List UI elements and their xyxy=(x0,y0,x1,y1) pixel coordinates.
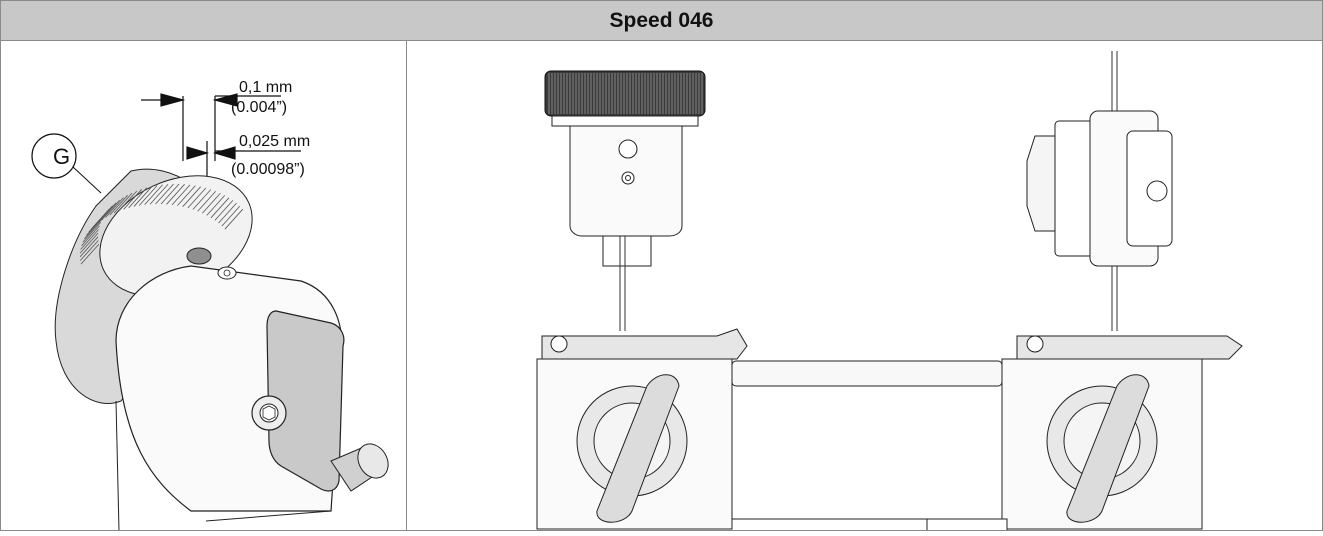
dimension-2-metric: 0,025 mm xyxy=(239,133,311,150)
assembly-front-view-panel xyxy=(407,41,1322,534)
locking-pin xyxy=(330,443,389,492)
callout-g xyxy=(31,133,102,194)
housing-base-lines xyxy=(115,400,332,532)
knob-detail-illustration xyxy=(31,93,389,532)
page-title: Speed 046 xyxy=(1,1,1322,41)
lever-plate xyxy=(251,310,345,492)
top-knurled-knob xyxy=(544,70,706,331)
right-guide-wheel xyxy=(1046,374,1158,523)
dimension-marker-top xyxy=(141,93,281,161)
dimension-1-imperial: (0.004”) xyxy=(231,99,288,116)
knob-detail-panel: G 0,1 mm (0.004”) 0,025 mm (0.00098”) xyxy=(1,41,406,532)
panel-divider xyxy=(406,41,407,531)
dimension-2-imperial: (0.00098”) xyxy=(231,161,305,178)
dimension-1-metric: 0,1 mm xyxy=(239,79,293,96)
callout-label-g: G xyxy=(53,144,71,169)
left-guide-wheel xyxy=(576,374,688,523)
right-nut-assembly xyxy=(1026,51,1173,331)
assembly-illustration xyxy=(536,51,1243,534)
bottom-stub xyxy=(926,518,1008,534)
dimension-marker-bottom xyxy=(186,141,301,201)
